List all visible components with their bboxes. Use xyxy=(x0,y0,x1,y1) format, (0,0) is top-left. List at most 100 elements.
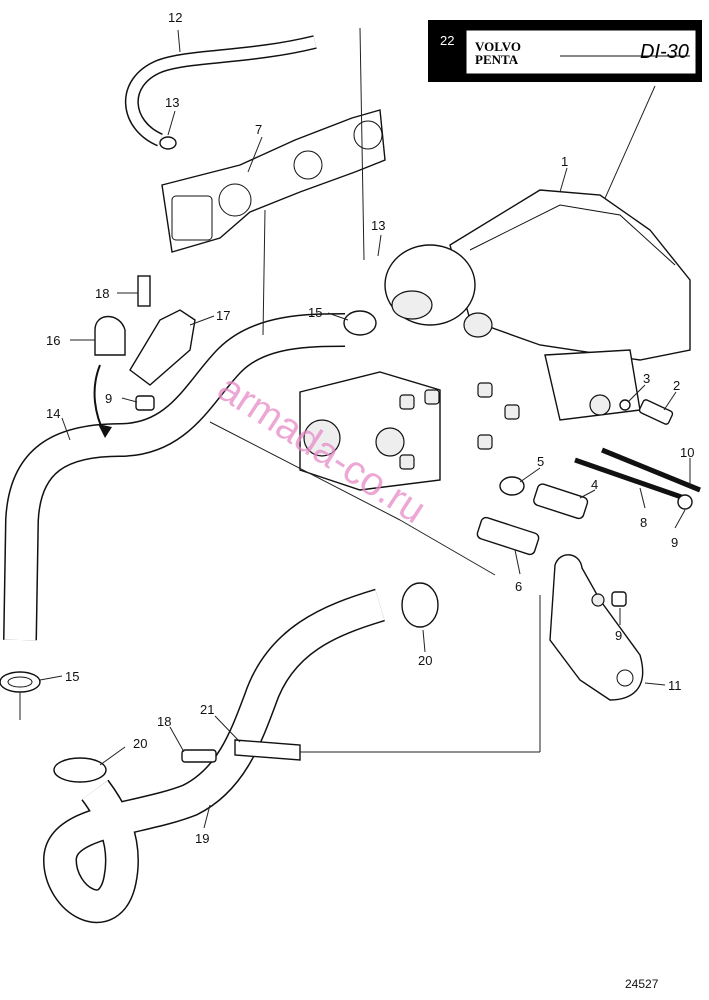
housing-boss xyxy=(589,394,611,416)
leader-6 xyxy=(514,549,521,575)
callout-2: 2 xyxy=(673,378,680,393)
leader-15-lower xyxy=(39,675,63,681)
bolt-8 xyxy=(574,457,691,503)
logo-panel xyxy=(465,29,697,75)
clamp-15-upper xyxy=(343,310,377,336)
stud-a xyxy=(399,394,415,410)
leader-18-lower xyxy=(169,726,185,753)
logo-brand-volvo: VOLVO xyxy=(475,39,521,54)
leader-17 xyxy=(189,315,215,326)
leader-lines xyxy=(19,27,691,829)
bolt-10 xyxy=(601,447,701,493)
bolt-18-upper xyxy=(137,275,151,307)
clamp-15-lower-inner xyxy=(7,676,33,688)
callout-20-upper: 20 xyxy=(418,653,432,668)
logo-plate: 22 VOLVO PENTA DI-30 xyxy=(428,20,702,82)
clamp-15-lower xyxy=(0,671,41,693)
callout-3: 3 xyxy=(643,371,650,386)
callout-8: 8 xyxy=(640,515,647,530)
sensor-6 xyxy=(476,516,540,556)
housing-nipple xyxy=(463,312,493,338)
gasket-7 xyxy=(161,109,386,253)
callout-16: 16 xyxy=(46,333,60,348)
bracket-11 xyxy=(549,554,644,701)
callout-17: 17 xyxy=(216,308,230,323)
gasket-7-port-c xyxy=(293,150,323,180)
guide-line-a xyxy=(262,209,266,336)
callout-9-bracket: 9 xyxy=(615,628,622,643)
callout-7: 7 xyxy=(255,122,262,137)
thermostat-boss xyxy=(375,427,405,457)
callout-21: 21 xyxy=(200,702,214,717)
leader-5 xyxy=(519,467,541,483)
sensor-4 xyxy=(533,483,589,520)
washer-5 xyxy=(499,476,525,496)
callout-1: 1 xyxy=(561,154,568,169)
leader-8 xyxy=(639,487,646,509)
leader-21 xyxy=(214,715,241,743)
gasket-7-port-b xyxy=(218,183,252,217)
callout-18-upper: 18 xyxy=(95,286,109,301)
clamp-20-lower xyxy=(53,757,107,783)
callout-20-lower: 20 xyxy=(133,736,147,751)
leader-2 xyxy=(663,391,677,411)
hose-12-fill xyxy=(126,36,317,146)
callout-12: 12 xyxy=(168,10,182,25)
bracket-11-hole-b xyxy=(591,593,605,607)
gasket-7-port-a xyxy=(171,195,213,241)
washer-3 xyxy=(619,399,631,411)
guide-line-e xyxy=(209,421,401,521)
callout-10: 10 xyxy=(680,445,694,460)
bolt-18-lower xyxy=(181,749,217,763)
hose-14-outline xyxy=(3,313,346,641)
callout-13-right: 13 xyxy=(371,218,385,233)
callout-labels: 1 2 3 4 5 6 7 8 9 9 9 10 11 12 13 13 14 … xyxy=(46,10,694,846)
clamp-21 xyxy=(234,739,301,761)
sender-2 xyxy=(638,399,674,425)
stud-f xyxy=(399,454,415,470)
gasket-7-port-d xyxy=(353,120,383,150)
housing-body xyxy=(449,189,691,361)
leader-13-top xyxy=(167,110,176,136)
bracket-17 xyxy=(129,309,196,386)
callout-15-lower: 15 xyxy=(65,669,79,684)
figure-number: 24527 xyxy=(625,977,659,991)
callout-13-top: 13 xyxy=(165,95,179,110)
stud-b xyxy=(424,389,440,405)
leader-9-right xyxy=(674,509,686,529)
hose-19-fill xyxy=(44,590,385,922)
callout-15-upper: 15 xyxy=(308,305,322,320)
housing-outlet xyxy=(391,290,433,320)
leader-20-lower xyxy=(99,746,126,766)
nut-9-bracket xyxy=(611,591,627,607)
callout-11: 11 xyxy=(668,678,682,693)
callout-6: 6 xyxy=(515,579,522,594)
leader-13-right xyxy=(377,234,382,257)
leader-20-upper xyxy=(422,629,426,653)
logo-model: DI-30 xyxy=(640,41,689,63)
callout-22: 22 xyxy=(440,33,454,48)
stud-e xyxy=(477,434,493,450)
thermostat-port xyxy=(303,419,341,457)
callout-5: 5 xyxy=(537,454,544,469)
callout-19: 19 xyxy=(195,831,209,846)
move-arrow-icon xyxy=(98,424,112,438)
leader-4 xyxy=(579,489,596,499)
callout-14: 14 xyxy=(46,406,60,421)
leader-3 xyxy=(627,384,646,403)
stud-c xyxy=(477,382,493,398)
nut-9-left xyxy=(135,395,155,411)
bracket-11-hole xyxy=(616,669,634,687)
leader-12 xyxy=(177,29,181,53)
housing-edge xyxy=(469,204,676,266)
sender-2-body xyxy=(638,399,674,425)
leader-19 xyxy=(203,804,211,829)
leader-11 xyxy=(644,682,666,686)
leader-1 xyxy=(559,167,568,193)
guide-line-f xyxy=(399,519,496,576)
leader-9-left xyxy=(121,397,138,403)
clamp-16 xyxy=(94,315,126,356)
heat-exchanger-housing-1 xyxy=(384,189,691,421)
logo-brand-penta: PENTA xyxy=(475,52,519,67)
